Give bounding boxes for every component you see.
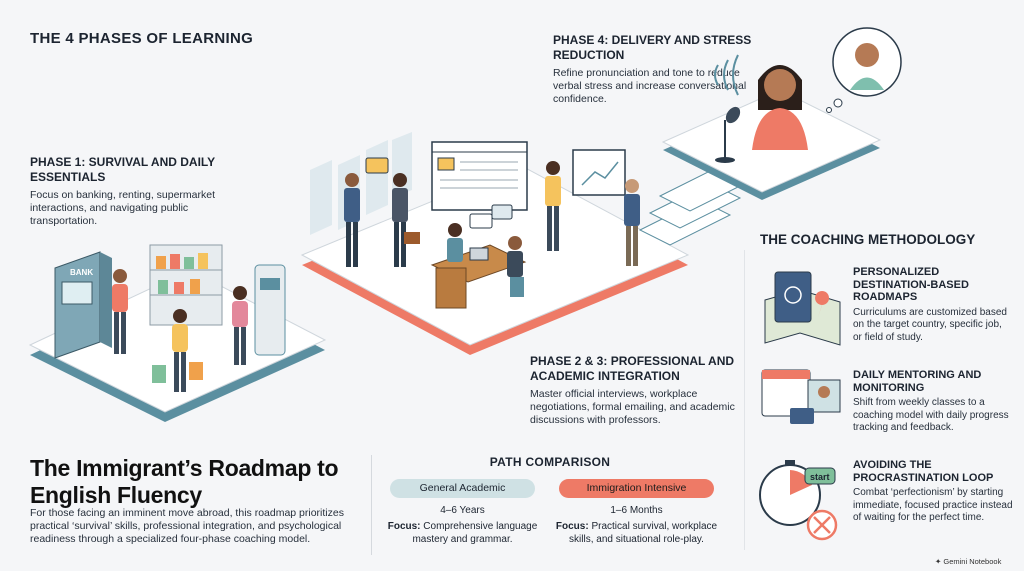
person-figure <box>624 179 640 266</box>
method-title: PERSONALIZED DESTINATION-BASED ROADMAPS <box>853 266 969 303</box>
method-desc: Combat ‘perfectionism’ by starting immed… <box>853 487 1013 523</box>
phase23-block: PHASE 2 & 3: PROFESSIONAL AND ACADEMIC I… <box>530 354 750 427</box>
method-desc: Shift from weekly classes to a coaching … <box>853 397 1009 433</box>
intensive-duration: 1–6 Months <box>610 505 663 516</box>
office-desk <box>430 244 527 309</box>
general-focus-label: Focus: <box>387 521 421 532</box>
method-title: DAILY MENTORING AND MONITORING <box>853 369 982 394</box>
bank-sign: BANK <box>70 268 93 277</box>
phase23-desc: Master official interviews, workplace ne… <box>530 388 735 426</box>
immigration-intensive-pill: Immigration Intensive <box>559 479 714 498</box>
intensive-focus-text: Practical survival, workplace skills, an… <box>569 521 718 545</box>
start-label: start <box>810 472 830 482</box>
main-title: The Immigrant’s Roadmap to English Fluen… <box>30 455 339 508</box>
phase4-title: PHASE 4: DELIVERY AND STRESS REDUCTION <box>553 33 752 62</box>
path-comparison-title: PATH COMPARISON <box>489 455 611 469</box>
person-figure <box>152 309 203 392</box>
calendar-mentor-icon <box>761 369 841 424</box>
phase4-block: PHASE 4: DELIVERY AND STRESS REDUCTION R… <box>553 33 753 106</box>
phase4-desc: Refine pronunciation and tone to reduce … <box>553 67 747 105</box>
thought-bubble-icon <box>826 27 902 113</box>
atm-icon: BANK <box>54 251 112 359</box>
transit-gate-icon <box>254 264 286 356</box>
stopwatch-icon: start <box>759 460 838 541</box>
brand-label: ✦ Gemini Notebook <box>935 557 1002 566</box>
general-academic-pill: General Academic <box>390 479 535 498</box>
divider <box>371 455 372 555</box>
section-heading-phases: THE 4 PHASES OF LEARNING <box>30 30 254 47</box>
coaching-title: THE COACHING METHODOLOGY <box>760 232 976 247</box>
general-focus-text: Comprehensive language mastery and gramm… <box>412 521 538 545</box>
intensive-focus: Focus: Practical survival, workplace ski… <box>549 521 724 546</box>
phase1-block: PHASE 1: SURVIVAL AND DAILY ESSENTIALS F… <box>30 155 240 228</box>
method-item: DAILY MENTORING AND MONITORING Shift fro… <box>853 369 1013 435</box>
browser-window <box>431 141 528 211</box>
general-focus: Focus: Comprehensive language mastery an… <box>380 521 545 546</box>
person-figure <box>507 236 524 297</box>
intensive-focus-label: Focus: <box>555 521 589 532</box>
whiteboard <box>572 149 626 196</box>
shelf-icon <box>149 244 223 326</box>
person-figure <box>545 161 561 251</box>
brand-text: Gemini Notebook <box>943 557 1002 566</box>
chat-bubble-icon <box>365 157 513 229</box>
general-duration: 4–6 Years <box>440 505 485 516</box>
method-item: AVOIDING THE PROCRASTINATION LOOP Combat… <box>853 459 1013 525</box>
person-figure <box>447 223 463 262</box>
intro-text: For those facing an imminent move abroad… <box>30 507 344 545</box>
passport-map-icon <box>764 271 841 346</box>
microphone-icon <box>715 106 741 163</box>
person-figure <box>344 173 360 267</box>
phase1-desc: Focus on banking, renting, supermarket i… <box>30 189 216 227</box>
person-figure <box>232 286 248 365</box>
person-figure <box>392 173 420 267</box>
sound-waves-icon <box>714 54 739 96</box>
person-figure <box>112 269 128 354</box>
divider <box>744 250 745 550</box>
method-desc: Curriculums are customized based on the … <box>853 306 1007 343</box>
method-item: PERSONALIZED DESTINATION-BASED ROADMAPS … <box>853 266 1013 344</box>
phase1-title: PHASE 1: SURVIVAL AND DAILY ESSENTIALS <box>30 155 215 184</box>
phase23-title: PHASE 2 & 3: PROFESSIONAL AND ACADEMIC I… <box>530 354 735 383</box>
speaker-person <box>752 65 808 150</box>
method-title: AVOIDING THE PROCRASTINATION LOOP <box>853 459 994 484</box>
